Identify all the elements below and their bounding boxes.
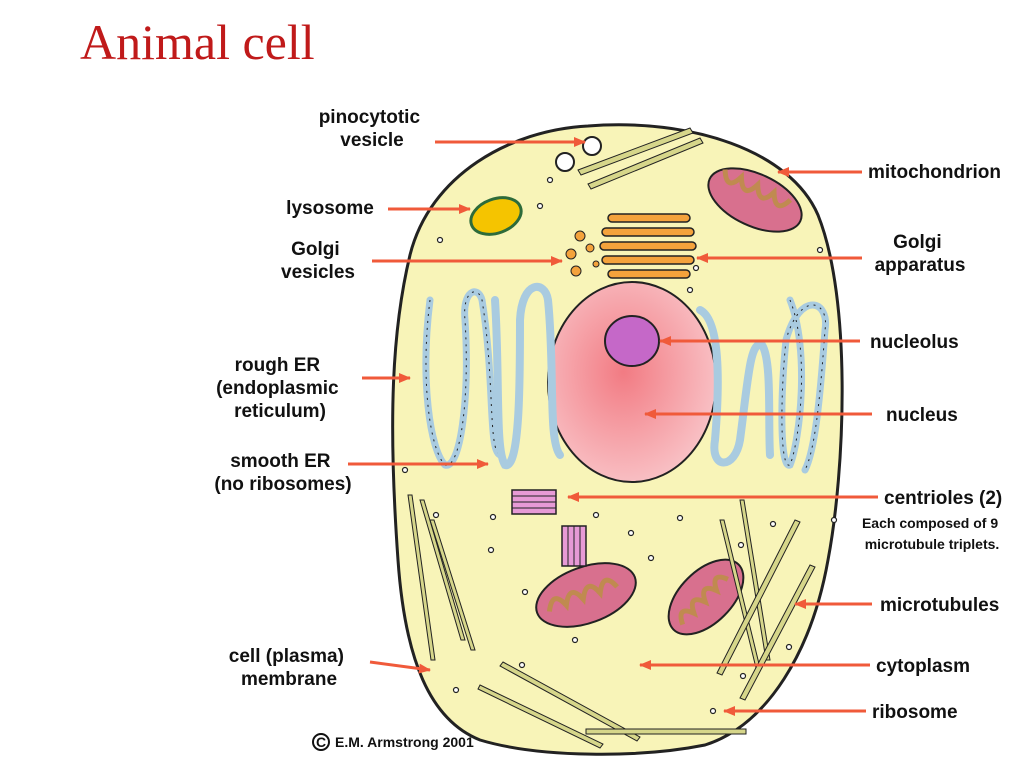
label-cytoplasm: cytoplasm — [876, 656, 970, 677]
label-centrioles-note: Each composed of 9 microtubule triplets. — [862, 515, 1002, 552]
label-smooth-er: smooth ER (no ribosomes) — [214, 451, 351, 495]
label-mitochondrion: mitochondrion — [868, 162, 1001, 183]
pinocytotic-vesicle — [555, 136, 602, 172]
golgi-apparatus — [599, 213, 697, 279]
label-pinocytotic-vesicle: pinocytotic vesicle — [319, 107, 426, 151]
label-cell-membrane: cell (plasma) membrane — [229, 646, 349, 690]
nucleus — [547, 281, 717, 483]
microtubules — [407, 127, 816, 749]
golgi-vesicles — [565, 230, 600, 277]
copyright-symbol: C — [316, 734, 326, 750]
credit-text: E.M. Armstrong 2001 — [335, 734, 474, 750]
rough-er-left — [422, 288, 504, 469]
smooth-er-left — [491, 282, 564, 469]
mitochondrion — [707, 167, 803, 233]
mitochondrion-lower-right — [667, 558, 745, 636]
smooth-er-right — [696, 306, 774, 467]
copyright-icon — [312, 733, 330, 751]
label-nucleus: nucleus — [886, 405, 958, 426]
label-nucleolus: nucleolus — [870, 332, 959, 353]
label-arrows — [348, 137, 878, 716]
label-golgi-vesicles: Golgi vesicles — [281, 239, 355, 283]
nucleolus — [604, 315, 660, 367]
label-rough-er: rough ER (endoplasmic reticulum) — [216, 355, 344, 422]
label-microtubules: microtubules — [880, 595, 999, 616]
rough-er-right — [778, 296, 830, 474]
label-ribosome: ribosome — [872, 702, 958, 723]
free-ribosomes — [401, 176, 838, 715]
lysosome — [469, 196, 523, 236]
label-centrioles: centrioles (2) — [884, 488, 1002, 509]
copyright-credit: C E.M. Armstrong 2001 — [312, 733, 474, 751]
label-golgi-apparatus: Golgi apparatus — [875, 232, 966, 276]
centrioles — [511, 489, 587, 567]
label-lysosome: lysosome — [286, 198, 374, 219]
slide-title: Animal cell — [80, 14, 315, 70]
mitochondrion-lower-left — [535, 562, 637, 628]
